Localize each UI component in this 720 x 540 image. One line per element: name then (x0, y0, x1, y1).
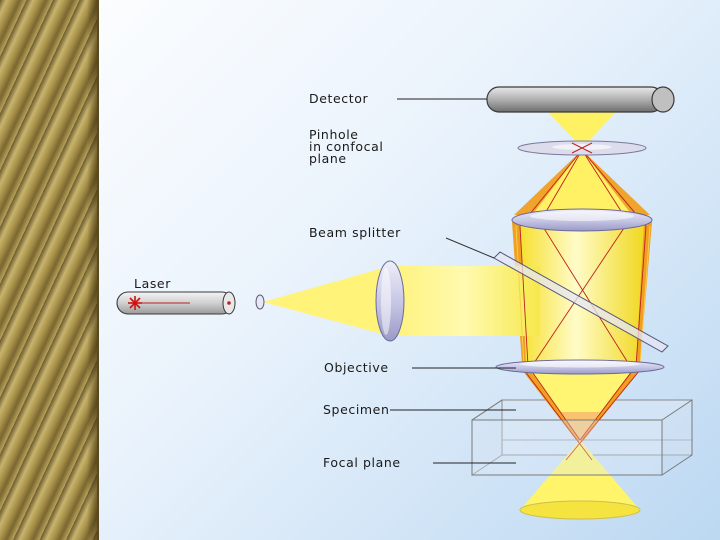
label-beam-splitter: Beam splitter (309, 225, 401, 240)
label-pinhole-line1: Pinhole (309, 127, 359, 142)
laser-expanding-cone (263, 266, 390, 336)
label-focal-plane: Focal plane (323, 455, 401, 470)
label-laser: Laser (134, 276, 171, 291)
yellow-cone-upper (532, 150, 632, 215)
laser-beam-horizontal (390, 266, 540, 336)
objective-cone-yellow (530, 370, 632, 440)
label-pinhole-line2: in confocal (309, 139, 383, 154)
pinhole-disc (517, 140, 647, 156)
leader-lines (390, 98, 516, 464)
beam-splitter-plate (445, 237, 669, 353)
label-objective: Objective (324, 360, 389, 375)
collimating-lens (375, 260, 405, 342)
specimen-box (471, 399, 693, 476)
decorative-side-border (0, 0, 99, 540)
small-lens (255, 294, 265, 310)
detector-cone (548, 112, 616, 148)
label-detector: Detector (309, 91, 369, 106)
detector-icon (486, 86, 675, 113)
yellow-ray-lines (515, 225, 651, 367)
lower-cone-base (519, 500, 641, 520)
specimen-highlight (560, 412, 600, 440)
label-specimen: Specimen (323, 402, 390, 417)
specimen-box-front (471, 399, 693, 476)
laser-icon (116, 291, 236, 315)
label-pinhole-line3: plane (309, 151, 347, 166)
upper-lens (511, 208, 653, 232)
optical-column (512, 222, 652, 364)
objective-lens (495, 359, 665, 375)
